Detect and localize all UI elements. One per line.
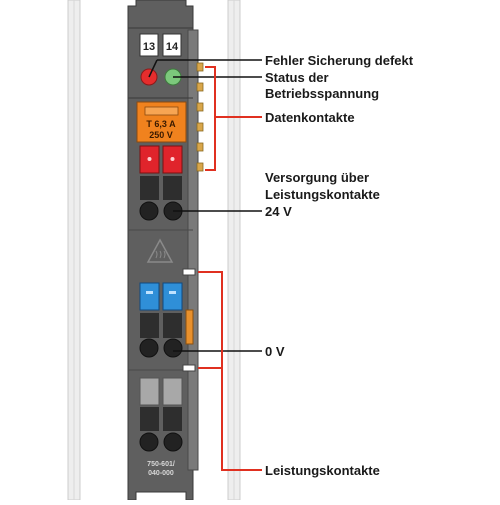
clamp-0v-right (163, 338, 183, 358)
terminal-number-14-box (162, 33, 182, 57)
fuse-rating: T 6,3 A (146, 119, 176, 129)
wire-entry-0v-right (163, 313, 182, 338)
terminal-number-13: 13 (143, 41, 155, 53)
terminal-grey-left[interactable] (139, 377, 160, 406)
wire-entry-grey-left (140, 407, 159, 431)
terminal-number-14: 14 (166, 41, 179, 53)
terminal-0v-left[interactable] (139, 282, 160, 311)
fuse-holder (136, 101, 187, 143)
terminal-0v-right[interactable] (162, 282, 183, 311)
data-contacts (196, 62, 204, 172)
wire-entry-24v-right (163, 176, 182, 200)
power-contact-orange (185, 309, 194, 345)
power-contact-slot-lower (182, 364, 196, 372)
label-supply-line2: Leistungskontakte (265, 187, 380, 202)
clamp-24v-left (139, 201, 159, 221)
clamp-grey-right (163, 432, 183, 452)
part-number-line1: 750-601/ (147, 461, 175, 468)
clamp-grey-left (139, 432, 159, 452)
terminal-grey-right[interactable] (162, 377, 183, 406)
label-data-contacts: Datenkontakte (265, 110, 355, 125)
label-power-contacts: Leistungskontakte (265, 463, 380, 478)
wire-entry-0v-left (140, 313, 159, 338)
label-supply-line1: Versorgung über (265, 170, 370, 185)
red-callout-lines (198, 66, 262, 471)
part-number-line2: 040-000 (148, 470, 174, 477)
label-status-line1: Status der (265, 70, 329, 85)
label-supply-line3: 24 V (265, 204, 292, 219)
hot-surface-warning-icon (146, 238, 174, 263)
fuse-voltage: 250 V (149, 130, 173, 140)
power-contact-slot-upper (182, 268, 196, 276)
clamp-0v-left (139, 338, 159, 358)
black-callout-lines (148, 59, 262, 352)
wire-entry-grey-right (163, 407, 182, 431)
label-fuse-fault: Fehler Sicherung defekt (265, 53, 414, 68)
label-zero-volt: 0 V (265, 344, 285, 359)
label-status-line2: Betriebsspannung (265, 86, 380, 101)
wire-entry-24v-left (140, 176, 159, 200)
terminal-number-13-box (139, 33, 159, 57)
